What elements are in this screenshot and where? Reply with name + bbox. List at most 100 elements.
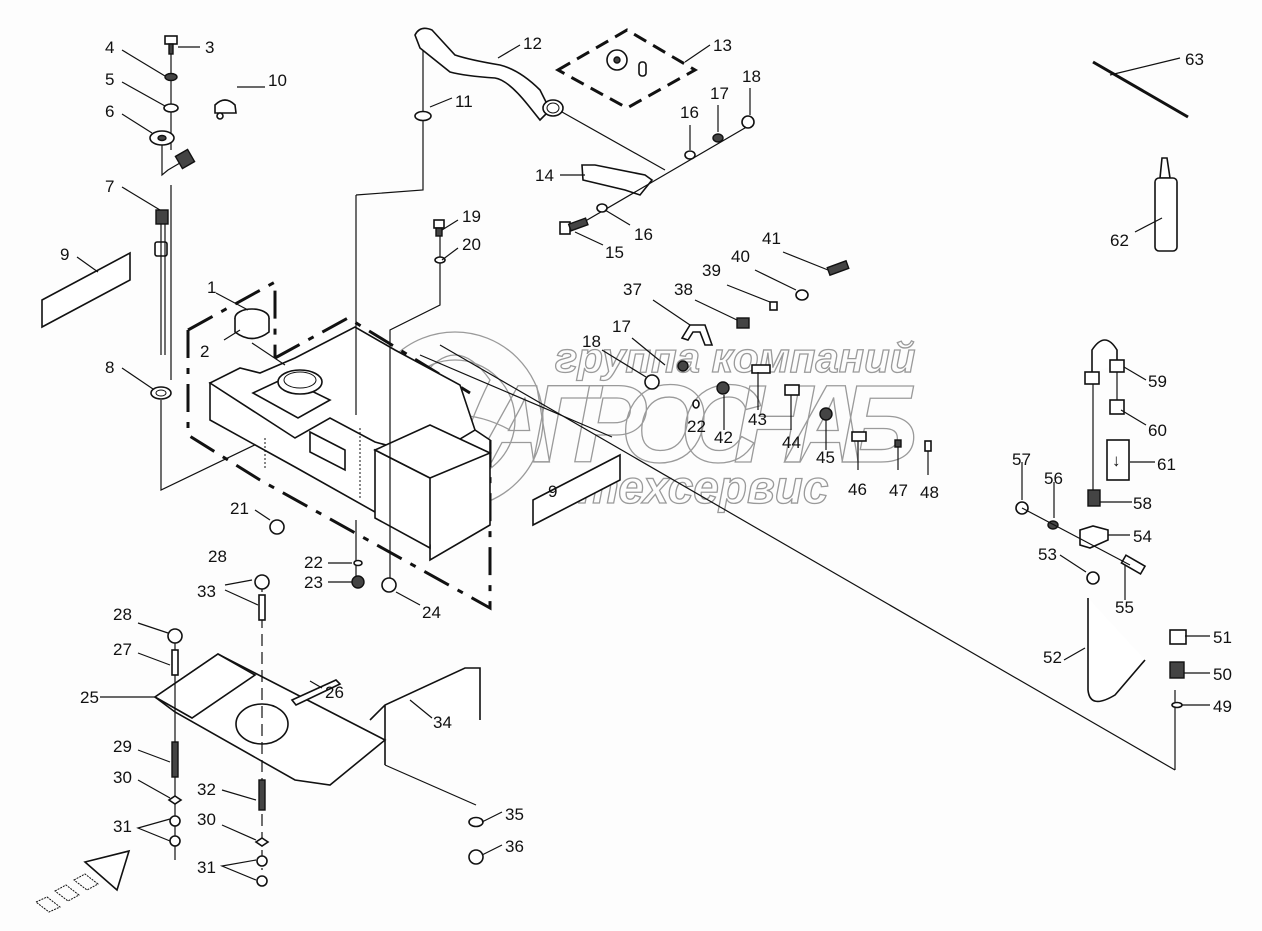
nut-18a-icon — [741, 115, 755, 129]
filler-hose-group — [355, 27, 666, 196]
callout-37: 37 — [623, 280, 642, 299]
washer-20-icon — [434, 256, 446, 264]
nut-45-icon — [819, 407, 833, 421]
callout-6: 6 — [105, 102, 114, 121]
nut-53-icon — [1086, 571, 1100, 585]
callout-3: 3 — [205, 38, 214, 57]
nut-24-icon — [381, 577, 397, 593]
callout-9-right: 9 — [548, 482, 557, 501]
callout-16a: 16 — [680, 103, 699, 122]
callout-40: 40 — [731, 247, 750, 266]
nut-28b-icon — [167, 628, 183, 644]
nut-39-icon — [769, 301, 778, 311]
sealant-tube-62-icon — [1154, 177, 1178, 252]
plug-48-icon — [924, 440, 932, 452]
callout-22b: 22 — [687, 417, 706, 436]
callout-17b: 17 — [612, 317, 631, 336]
fuel-sender-stack — [149, 35, 266, 491]
grommet-8-icon — [150, 386, 172, 400]
callout-17a: 17 — [710, 84, 729, 103]
callout-10: 10 — [268, 71, 287, 90]
watermark-line-2: АГРОСНАБ — [475, 363, 918, 486]
callout-8: 8 — [105, 358, 114, 377]
decal-9-left-icon — [41, 251, 131, 329]
callout-26: 26 — [325, 683, 344, 702]
callout-44: 44 — [782, 433, 801, 452]
callout-51: 51 — [1213, 628, 1232, 647]
callout-47: 47 — [889, 481, 908, 500]
callout-27: 27 — [113, 640, 132, 659]
o-ring-49-icon — [1171, 701, 1183, 709]
washer-5-icon — [163, 103, 179, 113]
o-ring-22a-icon — [353, 559, 363, 567]
decal-9-right-icon — [532, 453, 621, 527]
nut-31a-bottom-icon — [169, 835, 181, 847]
stud-27-icon — [171, 649, 179, 676]
nut-31b-bottom-icon — [256, 875, 268, 887]
callout-14: 14 — [535, 166, 554, 185]
filler-hose-12-icon — [414, 27, 551, 122]
washer-16a-icon — [684, 150, 696, 160]
callout-30a: 30 — [113, 768, 132, 787]
callout-28a: 28 — [208, 547, 227, 566]
cable-tie-63-icon — [1092, 60, 1189, 119]
o-ring-11-icon — [414, 110, 432, 122]
callout-35: 35 — [505, 805, 524, 824]
callout-34: 34 — [433, 713, 452, 732]
callout-19: 19 — [462, 207, 481, 226]
callout-5: 5 — [105, 70, 114, 89]
callout-21: 21 — [230, 499, 249, 518]
callout-18b: 18 — [582, 332, 601, 351]
fuel-hose-52-icon — [1087, 598, 1146, 703]
washer-40-icon — [795, 289, 809, 301]
bracket-hardware-group — [559, 115, 755, 235]
callout-52: 52 — [1043, 648, 1062, 667]
svg-text:↓: ↓ — [1112, 451, 1121, 470]
bracket-54-icon — [1079, 525, 1109, 549]
o-ring-22b-icon — [692, 399, 700, 409]
callout-29: 29 — [113, 737, 132, 756]
key-icon — [638, 61, 647, 77]
washer-16b-icon — [596, 203, 608, 213]
callout-16b: 16 — [634, 225, 653, 244]
filler-neck-icon — [277, 369, 323, 395]
callout-39: 39 — [702, 261, 721, 280]
fuel-filter-line: ↓ — [1015, 339, 1187, 709]
plug-23-icon — [351, 575, 365, 589]
strip-26-icon — [290, 679, 342, 706]
callout-46: 46 — [848, 480, 867, 499]
callout-11: 11 — [455, 92, 473, 111]
callout-18a: 18 — [742, 67, 761, 86]
fitting-44-icon — [784, 384, 800, 396]
elbow-46-icon — [851, 431, 867, 442]
plug-19-icon — [433, 219, 445, 229]
callout-28b: 28 — [113, 605, 132, 624]
callout-15: 15 — [605, 243, 624, 262]
callout-32: 32 — [197, 780, 216, 799]
clamp-10-icon — [214, 99, 237, 114]
nut-21-icon — [269, 519, 285, 535]
callout-36: 36 — [505, 837, 524, 856]
callout-49: 49 — [1213, 697, 1232, 716]
callout-53: 53 — [1038, 545, 1057, 564]
callout-31b: 31 — [197, 858, 216, 877]
nut-42-icon — [716, 381, 730, 395]
nut-28a-icon — [254, 574, 270, 590]
callout-60: 60 — [1148, 421, 1167, 440]
washer-4-icon — [164, 72, 178, 82]
callout-56: 56 — [1044, 469, 1063, 488]
callout-43: 43 — [748, 410, 767, 429]
callout-41: 41 — [762, 229, 781, 248]
callout-50: 50 — [1213, 665, 1232, 684]
washer-30a-icon — [167, 795, 183, 805]
callout-42: 42 — [714, 428, 733, 447]
screw-41-icon — [826, 259, 850, 277]
callout-59: 59 — [1148, 372, 1167, 391]
clip-38-icon — [736, 317, 750, 329]
sender-unit-7-icon — [155, 209, 169, 225]
callout-63: 63 — [1185, 50, 1204, 69]
inline-filter-61-icon — [1106, 439, 1130, 481]
bracket-14-icon — [581, 164, 654, 196]
nut-31b-top-icon — [256, 855, 268, 867]
